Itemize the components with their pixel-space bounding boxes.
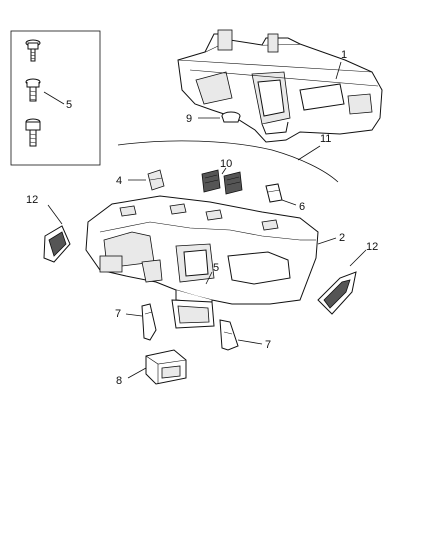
bolt-hex-head <box>25 118 41 147</box>
callout-8-storage-bin: 8 <box>116 375 122 387</box>
center-vents: 10 <box>201 158 243 195</box>
callout-6-bracket: 6 <box>299 201 305 213</box>
callout-7-left-bracket: 7 <box>115 308 121 320</box>
upper-panel-structure: 1 <box>177 29 383 143</box>
bracket-right: 6 <box>265 183 305 213</box>
seal-strip: 11 <box>117 133 339 183</box>
bolt-pan-head <box>25 78 41 102</box>
side-vent-right: 12 <box>317 241 378 315</box>
fastener-callout-lower: 5 <box>205 262 219 285</box>
callout-1-upper-structure: 1 <box>341 49 347 61</box>
callout-7-right-bracket: 7 <box>265 339 271 351</box>
callout-10-vents: 10 <box>220 158 232 170</box>
support-bracket-left: 7 <box>115 303 157 341</box>
storage-bin: 8 <box>116 349 187 387</box>
callout-2-instrument-panel: 2 <box>339 232 345 244</box>
callout-12-left-vent: 12 <box>26 194 38 206</box>
callout-9-cap: 9 <box>186 113 192 125</box>
main-instrument-panel: 2 <box>85 195 345 305</box>
side-vent-left: 12 <box>26 194 71 263</box>
callout-5-fasteners: 5 <box>66 99 72 111</box>
bracket-left: 4 <box>116 169 165 191</box>
callout-5-lower: 5 <box>213 262 219 274</box>
center-lower-bin <box>171 299 215 329</box>
cap-plug: 9 <box>186 111 241 125</box>
bolt-flanged <box>25 39 41 62</box>
callout-12-right-vent: 12 <box>366 241 378 253</box>
callout-4-bracket: 4 <box>116 175 122 187</box>
callout-11-seal: 11 <box>320 133 331 145</box>
fastener-inset: 5 <box>10 30 101 166</box>
support-bracket-right: 7 <box>219 319 271 351</box>
